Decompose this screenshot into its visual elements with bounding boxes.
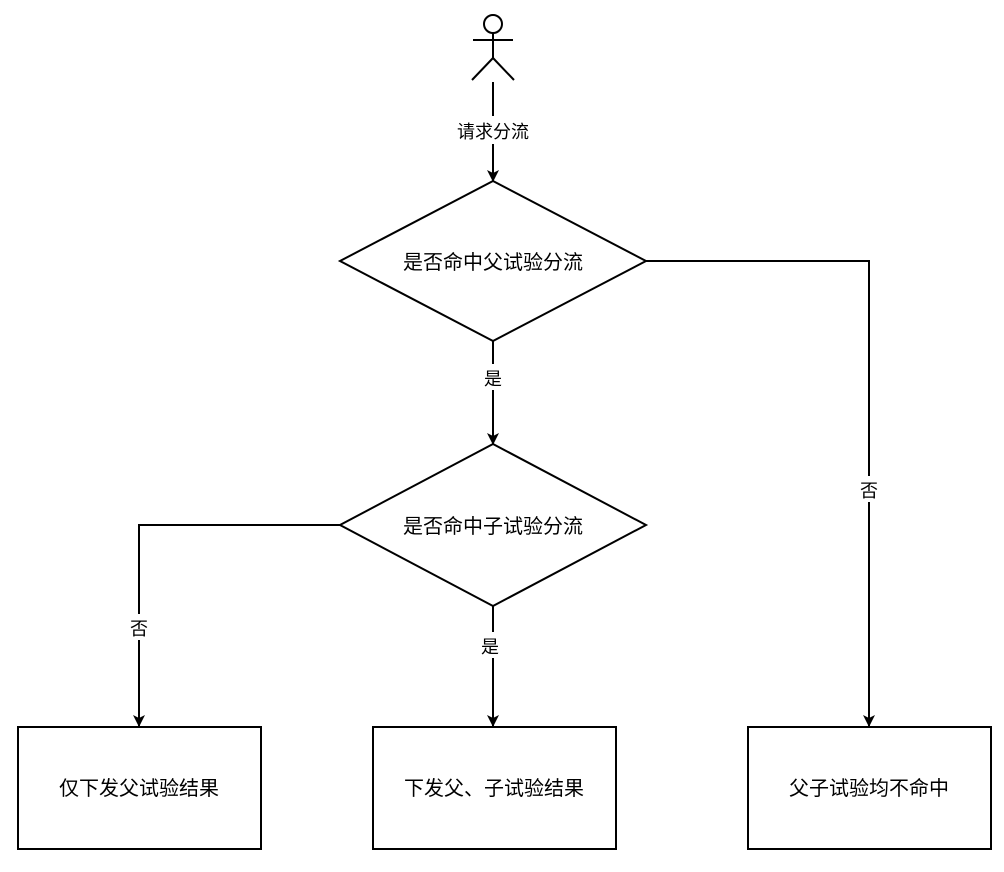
- edge-parent-no: 否: [646, 260, 882, 727]
- edge-parent-yes: 是: [478, 341, 508, 445]
- edge-label-request: 请求分流: [457, 122, 529, 143]
- edge-label-child-no: 否: [130, 619, 148, 640]
- result-parent-and-child-label: 下发父、子试验结果: [404, 776, 584, 800]
- result-only-parent: 仅下发父试验结果: [17, 726, 262, 850]
- edge-label-parent-yes: 是: [484, 369, 502, 390]
- stick-figure-icon: [471, 14, 515, 81]
- result-none-label: 父子试验均不命中: [789, 776, 949, 800]
- edge-child-yes: 是: [478, 606, 508, 727]
- edge-label-child-yes: 是: [481, 637, 499, 658]
- edge-request: 请求分流: [447, 82, 539, 182]
- edge-child-no: 否: [126, 524, 340, 727]
- result-only-parent-label: 仅下发父试验结果: [59, 776, 219, 800]
- result-none: 父子试验均不命中: [747, 726, 992, 850]
- decision-child: 是否命中子试验分流: [337, 442, 649, 608]
- edge-label-parent-no: 否: [860, 481, 878, 502]
- result-parent-and-child: 下发父、子试验结果: [372, 726, 617, 850]
- decision-parent: 是否命中父试验分流: [337, 179, 649, 343]
- decision-child-label: 是否命中子试验分流: [403, 514, 583, 538]
- decision-parent-label: 是否命中父试验分流: [403, 250, 583, 274]
